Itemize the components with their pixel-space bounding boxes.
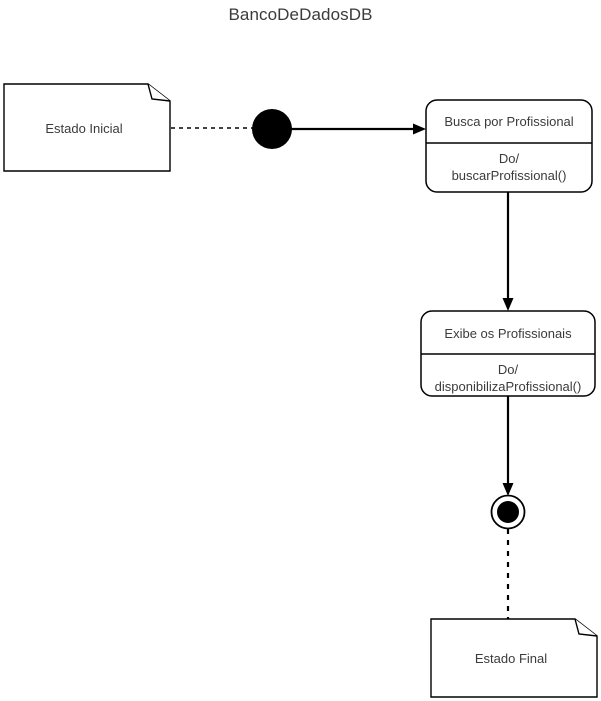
state-exibe-os-profissionais[interactable] <box>420 310 596 397</box>
transition-exibe-to-final[interactable] <box>502 396 514 496</box>
transition-busca-to-exibe[interactable] <box>502 192 514 311</box>
final-state-node[interactable] <box>490 494 526 530</box>
note-shape <box>430 618 598 698</box>
arrowhead-icon <box>502 483 514 496</box>
state-busca-activity-label: Do/ <box>498 151 520 166</box>
arrowhead-icon <box>502 298 514 311</box>
arrowhead-icon <box>413 123 426 135</box>
state-busca-activity-name: buscarProfissional() <box>451 168 567 183</box>
note-estado-inicial-label: Estado Inicial <box>45 121 123 136</box>
note-estado-final[interactable] <box>430 618 598 698</box>
state-busca-title: Busca por Profissional <box>444 114 574 129</box>
transition-initial-to-busca[interactable] <box>291 123 426 135</box>
state-exibe-activity-name: disponibilizaProfissional() <box>434 379 582 394</box>
note-estado-final-label: Estado Final <box>474 651 548 666</box>
initial-state-node[interactable] <box>252 109 292 149</box>
state-exibe-activity-label: Do/ <box>497 362 519 377</box>
note-fold-icon <box>147 83 171 102</box>
note-shape <box>3 83 171 172</box>
page-title: BancoDeDadosDB <box>228 5 373 24</box>
note-fold-icon <box>574 618 598 637</box>
state-exibe-title: Exibe os Profissionais <box>444 326 572 341</box>
final-state-inner-dot <box>497 501 519 523</box>
note-estado-inicial[interactable] <box>3 83 171 172</box>
